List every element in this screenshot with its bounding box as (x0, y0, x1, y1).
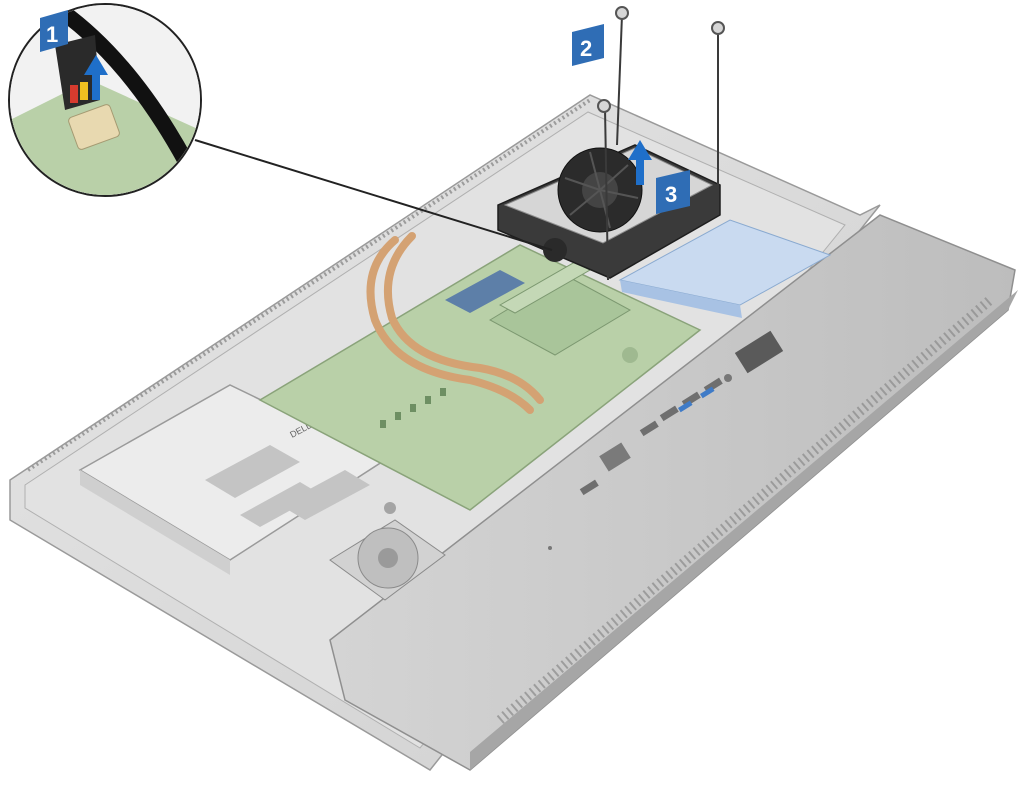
step-3-callout: 3 (656, 170, 690, 214)
step-1-callout: 1 (40, 10, 68, 52)
disconnect-arrow-icon (84, 55, 108, 100)
shield-labels (205, 445, 370, 527)
step-2-label: 2 (580, 36, 592, 61)
system-fan-lower (329, 519, 446, 601)
power-port (734, 330, 784, 374)
ethernet-port (599, 442, 631, 472)
power-supply-shield: DELL (78, 384, 387, 575)
step-1-label: 1 (46, 22, 58, 47)
step-2-callout: 2 (572, 24, 604, 66)
zoom-detail (8, 3, 202, 197)
screws (597, 6, 725, 281)
hard-drive-bracket (618, 219, 832, 318)
leader-line (194, 139, 553, 251)
lift-arrow-icon (628, 140, 652, 185)
board-components (380, 347, 638, 514)
stand-panel (329, 214, 1018, 771)
step-3-label: 3 (665, 182, 677, 207)
fan-cable-connector (543, 238, 567, 262)
motherboard (258, 244, 702, 514)
heat-pipe (366, 232, 544, 414)
